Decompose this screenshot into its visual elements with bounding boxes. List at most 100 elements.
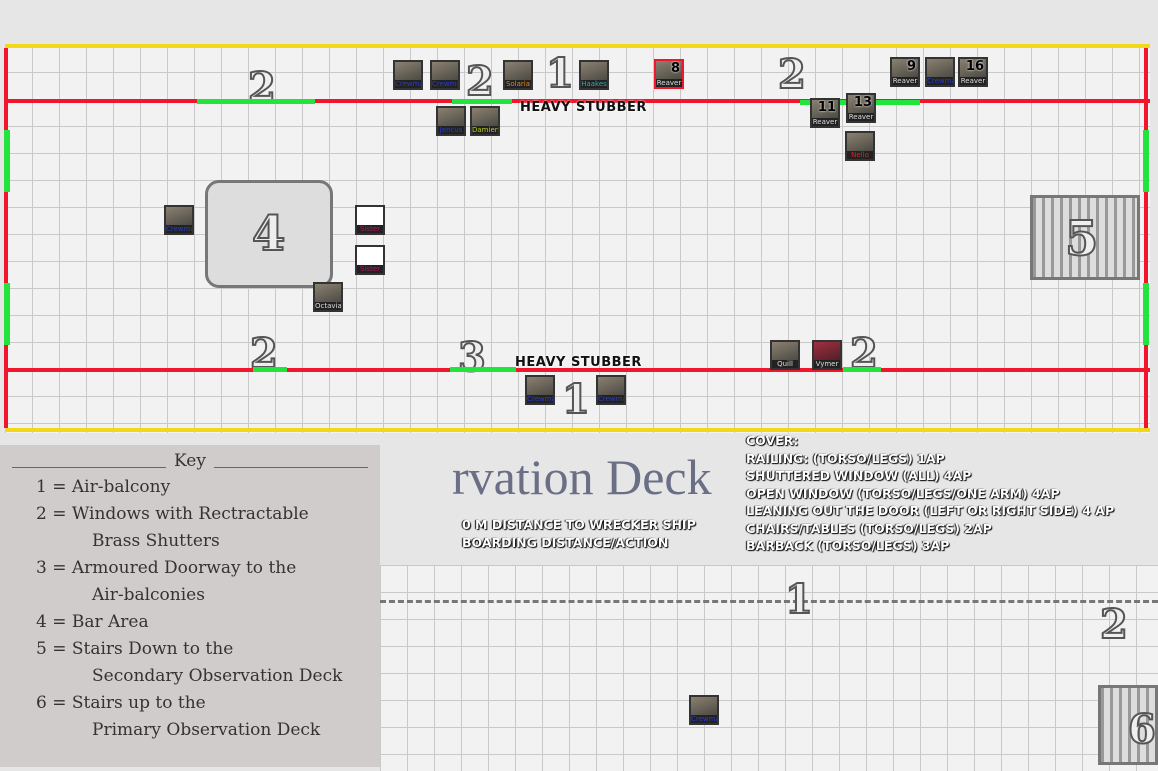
stairs-up (1098, 685, 1158, 765)
distance-note: 0 M DISTANCE TO WRECKER SHIP BOARDING DI… (462, 516, 696, 551)
room-number: 1 (784, 576, 814, 623)
cover-line: BARBACK (TORSO/LEGS) 3AP (746, 538, 950, 553)
token[interactable]: Damien (470, 106, 500, 136)
edge-line-top (5, 44, 1150, 48)
token[interactable]: Quill (770, 340, 800, 370)
stairs-down (1030, 195, 1140, 280)
room-number: 1 (545, 50, 575, 97)
heavy-stubber-label: HEAVY STUBBER (515, 355, 642, 370)
key-item-cont: Primary Observation Deck (92, 720, 321, 740)
token-number: 11 (817, 100, 836, 115)
window-segment (1143, 130, 1149, 192)
cover-rules: COVER: RAILING: (TORSO/LEGS) 1AP SHUTTER… (746, 432, 1114, 555)
token-label: Vymer (814, 360, 840, 368)
token[interactable]: Jencus (436, 106, 466, 136)
key-item: 2 = Windows with Rectractable (36, 504, 309, 524)
token-label: Crewman (166, 225, 192, 233)
window-segment (1143, 283, 1149, 345)
token[interactable]: Crewman (925, 57, 955, 87)
cover-line: LEANING OUT THE DOOR (LEFT OR RIGHT SIDE… (746, 503, 1115, 518)
token-label: Crewman (691, 715, 717, 723)
key-item-cont: Air-balconies (92, 585, 205, 605)
token-label: Crewman (927, 77, 953, 85)
key-item-cont: Secondary Observation Deck (92, 666, 343, 686)
token[interactable]: Crewman (430, 60, 460, 90)
token-label: Crewman (432, 80, 458, 88)
railing-line-bottom (5, 368, 1150, 372)
token[interactable]: Sister (355, 245, 385, 275)
room-number: 6 (1127, 706, 1157, 753)
token-label: Octavia (315, 302, 342, 310)
railing-line-top (5, 99, 1150, 103)
room-number: 2 (465, 58, 495, 105)
token[interactable]: Sister (355, 205, 385, 235)
token-label: Nello (847, 151, 873, 159)
token[interactable]: Crewman (689, 695, 719, 725)
lower-deck-map (380, 565, 1158, 771)
token[interactable]: Solaria (503, 60, 533, 90)
map-key: Key 1 = Air-balcony 2 = Windows with Rec… (0, 445, 380, 767)
lower-deck-dashed-line (380, 600, 1158, 603)
cover-title: COVER: (746, 433, 799, 448)
token-number: 8 (670, 61, 680, 76)
key-title: Key (12, 451, 368, 471)
token-number: 13 (853, 95, 872, 110)
token-number: 9 (906, 59, 916, 74)
railing-line-right (1144, 48, 1148, 428)
key-item: 3 = Armoured Doorway to the (36, 558, 297, 578)
token-label: Solaria (505, 80, 531, 88)
key-item: 6 = Stairs up to the (36, 693, 206, 713)
token-label: Crewman (395, 80, 421, 88)
window-segment (4, 283, 10, 345)
token-label: Damien (472, 126, 500, 134)
key-item: 1 = Air-balcony (36, 477, 171, 497)
room-number: 2 (1099, 601, 1129, 648)
token-label: Haakes (581, 80, 607, 88)
cover-line: RAILING: (TORSO/LEGS) 1AP (746, 450, 945, 466)
window-segment (452, 99, 512, 104)
token[interactable]: Vymer (812, 340, 842, 370)
distance-line: 0 M DISTANCE TO WRECKER SHIP (462, 517, 696, 532)
token[interactable]: Octavia (313, 282, 343, 312)
token[interactable]: Crewman (525, 375, 555, 405)
token[interactable]: Nello (845, 131, 875, 161)
token-label: Reaver (812, 118, 838, 126)
deck-title: rvation Deck (452, 449, 712, 505)
token-label: Jencus (438, 126, 464, 134)
window-segment (4, 130, 10, 192)
window-segment (843, 367, 881, 372)
room-number: 3 (457, 334, 487, 381)
token-label: Sister (357, 265, 383, 273)
key-item: 5 = Stairs Down to the (36, 639, 234, 659)
edge-line-bottom (5, 428, 1150, 432)
key-item: 4 = Bar Area (36, 612, 149, 632)
window-segment (197, 99, 315, 104)
room-number: 4 (251, 206, 286, 262)
cover-line: OPEN WINDOW (TORSO/LEGS/ONE ARM) 4AP (746, 485, 1060, 501)
token-label: Reaver (848, 113, 874, 121)
bar-area (205, 180, 333, 288)
token[interactable]: Haakes (579, 60, 609, 90)
window-segment (253, 367, 287, 372)
token[interactable]: Crewman (596, 375, 626, 405)
token-label: Crewman (598, 395, 624, 403)
token[interactable]: Crewman (164, 205, 194, 235)
cover-line: CHAIRS/TABLES (TORSO/LEGS) 2AP (746, 520, 992, 536)
token-label: Reaver (892, 77, 918, 85)
heavy-stubber-label: HEAVY STUBBER (520, 100, 647, 115)
token-label: Reaver (656, 79, 682, 87)
key-title-text: Key (166, 451, 214, 471)
room-number: 5 (1064, 211, 1099, 267)
room-number: 2 (777, 51, 807, 98)
window-segment (450, 367, 516, 372)
token[interactable]: Crewman (393, 60, 423, 90)
distance-line: BOARDING DISTANCE/ACTION (462, 534, 669, 550)
token-label: Crewman (527, 395, 553, 403)
token-number: 16 (965, 59, 984, 74)
cover-line: SHUTTERED WINDOW (ALL) 4AP (746, 468, 972, 483)
